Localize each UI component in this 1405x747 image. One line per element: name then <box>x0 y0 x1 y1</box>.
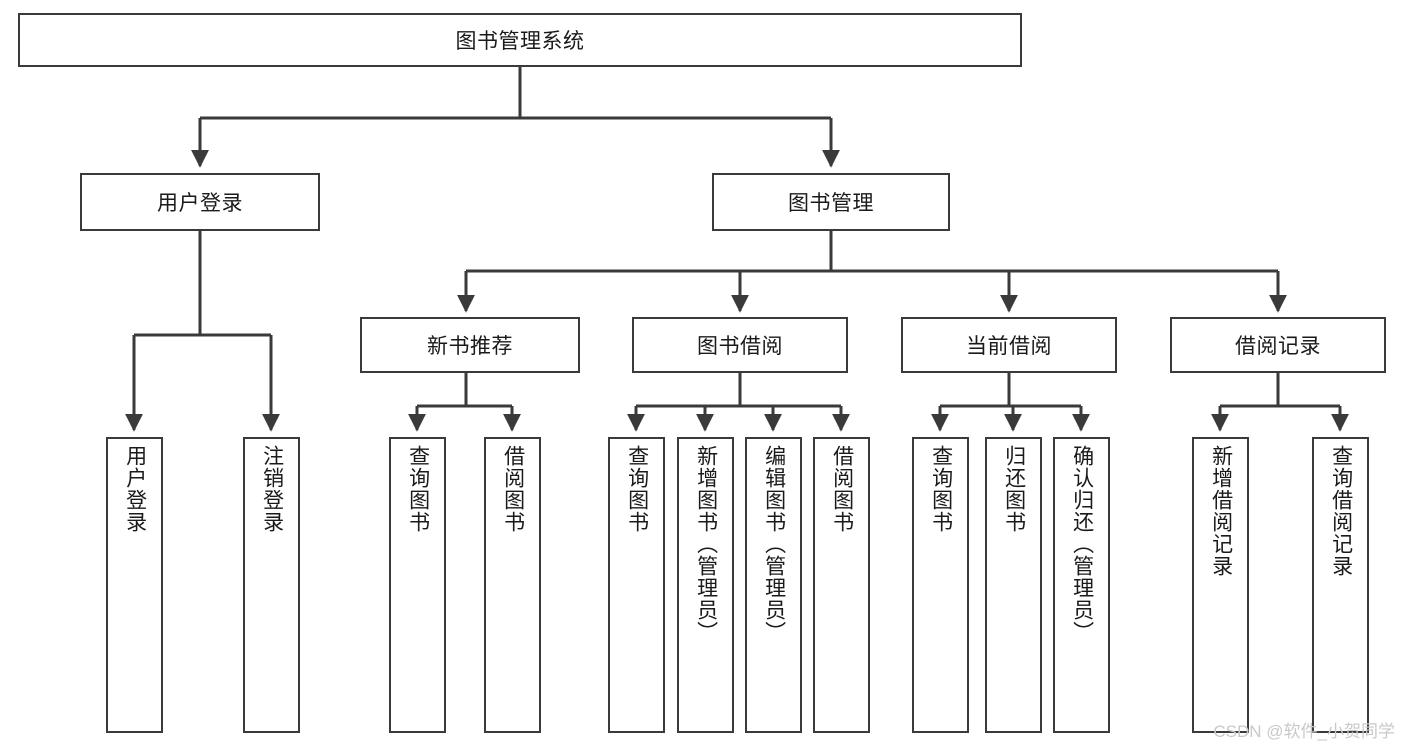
node-leaf-edit-book-admin[interactable]: 编辑图书（管理员） <box>745 437 802 733</box>
node-book-manage-label: 图书管理 <box>788 192 874 215</box>
node-leaf-query-book-2[interactable]: 查询图书 <box>608 437 665 733</box>
node-leaf-add-book-admin-label: 新增图书（管理员） <box>694 445 718 643</box>
csdn-watermark: CSDN @软件_小贺同学 <box>1213 722 1395 741</box>
node-leaf-query-book-1-label: 查询图书 <box>406 445 430 533</box>
node-leaf-user-login-label: 用户登录 <box>123 445 147 533</box>
node-borrow-record-label: 借阅记录 <box>1235 335 1321 358</box>
node-leaf-borrow-book-2[interactable]: 借阅图书 <box>813 437 870 733</box>
node-borrow-record[interactable]: 借阅记录 <box>1170 317 1386 373</box>
node-leaf-logout[interactable]: 注销登录 <box>243 437 300 733</box>
node-leaf-edit-book-admin-label: 编辑图书（管理员） <box>762 445 786 643</box>
node-leaf-confirm-return-admin[interactable]: 确认归还（管理员） <box>1053 437 1110 733</box>
node-leaf-query-book-3[interactable]: 查询图书 <box>912 437 969 733</box>
node-book-borrow-label: 图书借阅 <box>697 335 783 358</box>
node-leaf-add-book-admin[interactable]: 新增图书（管理员） <box>677 437 734 733</box>
node-leaf-user-login[interactable]: 用户登录 <box>106 437 163 733</box>
node-root-label: 图书管理系统 <box>455 30 585 53</box>
node-user-login[interactable]: 用户登录 <box>80 173 320 231</box>
node-leaf-add-borrow-record[interactable]: 新增借阅记录 <box>1192 437 1249 733</box>
node-current-borrow-label: 当前借阅 <box>966 335 1052 358</box>
node-leaf-add-borrow-record-label: 新增借阅记录 <box>1209 445 1233 577</box>
node-leaf-query-book-3-label: 查询图书 <box>929 445 953 533</box>
node-leaf-query-borrow-record-label: 查询借阅记录 <box>1329 445 1353 577</box>
node-current-borrow[interactable]: 当前借阅 <box>901 317 1117 373</box>
node-leaf-borrow-book-1-label: 借阅图书 <box>501 445 525 533</box>
node-leaf-logout-label: 注销登录 <box>260 445 284 533</box>
node-leaf-borrow-book-2-label: 借阅图书 <box>830 445 854 533</box>
node-leaf-return-book-label: 归还图书 <box>1002 445 1026 533</box>
node-leaf-query-book-2-label: 查询图书 <box>625 445 649 533</box>
node-leaf-borrow-book-1[interactable]: 借阅图书 <box>484 437 541 733</box>
node-new-book-recommend-label: 新书推荐 <box>427 335 513 358</box>
node-book-borrow[interactable]: 图书借阅 <box>632 317 848 373</box>
node-leaf-confirm-return-admin-label: 确认归还（管理员） <box>1070 445 1094 643</box>
node-book-manage[interactable]: 图书管理 <box>712 173 950 231</box>
node-leaf-query-borrow-record[interactable]: 查询借阅记录 <box>1312 437 1369 733</box>
node-new-book-recommend[interactable]: 新书推荐 <box>360 317 580 373</box>
node-leaf-return-book[interactable]: 归还图书 <box>985 437 1042 733</box>
node-root[interactable]: 图书管理系统 <box>18 13 1022 67</box>
node-leaf-query-book-1[interactable]: 查询图书 <box>389 437 446 733</box>
node-user-login-label: 用户登录 <box>157 192 243 215</box>
